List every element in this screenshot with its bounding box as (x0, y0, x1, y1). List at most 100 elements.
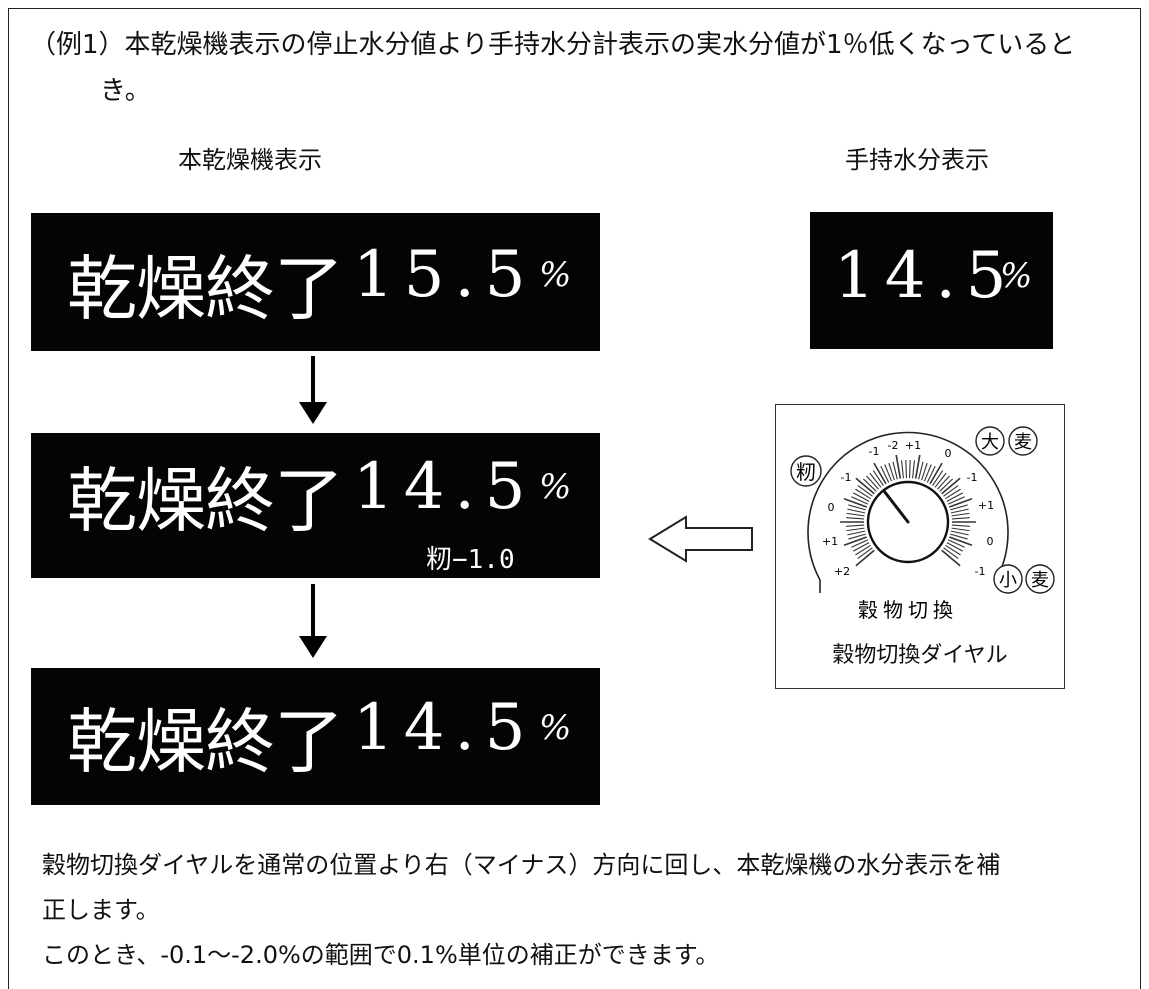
dial-tick (946, 492, 964, 502)
dial-tick (951, 512, 970, 517)
grain-selector-dial-figure: 籾 大 麦 小 麦 -1 0 +1 +2 -2 +1 -1 0 -1 +1 0 … (775, 404, 1065, 689)
dial-tick (873, 462, 887, 485)
dryer-display-adjusting: 乾燥終了 14.5 % 籾−1.0 (31, 433, 600, 578)
paddy-marker-circle (790, 455, 822, 487)
display-percent-unit: % (539, 255, 572, 295)
dial-tick (950, 533, 968, 540)
explanation-line-1: 穀物切換ダイヤルを通常の位置より右（マイナス）方向に回し、本乾燥機の水分表示を補 (42, 851, 1001, 879)
grain-selector-dial: 籾 大 麦 小 麦 -1 0 +1 +2 -2 +1 -1 0 -1 +1 0 … (790, 426, 1055, 622)
dial-tick (851, 539, 869, 548)
dryer-display-label: 本乾燥機表示 (178, 146, 322, 174)
explanation-line-2: 正します。 (42, 896, 160, 924)
wheat-marker-2: 麦 (1031, 570, 1049, 591)
dial-tick (855, 477, 875, 495)
dial-tick (923, 464, 932, 482)
dial-scale-label: -1 (841, 471, 852, 484)
dial-tick (921, 462, 928, 481)
dial-tick (918, 461, 924, 480)
barley-marker-2: 麦 (1014, 432, 1032, 453)
dial-tick (937, 475, 950, 490)
dial-tick (851, 496, 869, 505)
dial-scale-label: 0 (945, 447, 952, 460)
explanation-text: 穀物切換ダイヤルを通常の位置より右（マイナス）方向に回し、本乾燥機の水分表示を補… (42, 843, 1132, 978)
dial-scale-label: +1 (978, 499, 994, 512)
wheat-marker-circle-2 (1025, 564, 1055, 594)
display-status-label: 乾燥終了 (67, 248, 344, 330)
handheld-percent-unit: % (1000, 256, 1033, 296)
dial-tick (847, 508, 866, 514)
dial-scale-label: -1 (869, 445, 880, 458)
dial-tick (843, 497, 867, 508)
dial-scale-label: +2 (834, 565, 850, 578)
dial-tick (846, 517, 865, 520)
heading-line-1: （例1）本乾燥機表示の停止水分値より手持水分計表示の実水分値が1％低くなっている… (30, 30, 1076, 60)
dial-tick (941, 549, 961, 567)
dial-tick (950, 530, 969, 536)
dial-tick (847, 530, 866, 536)
dial-scale-ticks (840, 454, 976, 567)
dial-tick (846, 527, 865, 532)
wheat-marker-circle-1 (993, 564, 1023, 594)
dial-tick (946, 542, 964, 552)
dial-tick (888, 462, 895, 481)
display-status-label: 乾燥終了 (67, 460, 344, 542)
dial-tick (892, 461, 898, 480)
paddy-marker: 籾 (796, 460, 816, 484)
dial-tick (932, 470, 944, 486)
dial-tick (866, 475, 879, 490)
dial-tick (950, 508, 969, 514)
dial-tick (951, 517, 970, 520)
dial-tick (872, 470, 884, 486)
dryer-display-after: 乾燥終了 14.5 % (31, 668, 600, 805)
dial-tick (855, 549, 875, 567)
dial-tick (846, 524, 865, 527)
dial-tick (895, 454, 902, 479)
display-percent-unit: % (539, 467, 572, 507)
dial-tick (846, 512, 865, 517)
dryer-display-before: 乾燥終了 15.5 % (31, 213, 600, 351)
dial-tick (857, 485, 873, 497)
dial-tick (848, 533, 866, 540)
dial-tick (863, 478, 877, 492)
dial-scale-label: 0 (828, 501, 835, 514)
handheld-display-label: 手持水分表示 (845, 146, 989, 174)
dial-tick (945, 488, 961, 500)
dial-tick (848, 504, 866, 511)
dial-inner-label: 穀物切換 (858, 598, 958, 622)
dial-tick (855, 488, 871, 500)
handheld-moisture-value: 14.5 (834, 239, 1017, 313)
dial-scale-label: -1 (967, 471, 978, 484)
dial-tick (939, 478, 953, 492)
down-arrow-1 (299, 356, 327, 426)
dial-outer-arc (807, 431, 1009, 581)
dial-scale-label: 0 (987, 535, 994, 548)
dial-caption: 穀物切換ダイヤル (832, 643, 1008, 668)
explanation-line-3: このとき、-0.1〜-2.0%の範囲で0.1%単位の補正ができます。 (42, 941, 720, 969)
page-frame (8, 8, 1141, 989)
down-arrow-2 (299, 584, 327, 660)
display-percent-unit: % (539, 708, 572, 748)
dial-pointer (882, 489, 910, 524)
dial-tick (934, 472, 947, 488)
dial-tick (857, 547, 873, 559)
display-moisture-value: 14.5 (353, 691, 536, 765)
dial-tick (951, 527, 970, 532)
dial-tick (843, 536, 867, 547)
dial-tick (941, 477, 961, 495)
barley-marker-1: 大 (981, 432, 999, 453)
dial-tick (947, 539, 965, 548)
dial-scale-label: -2 (888, 439, 899, 452)
display-correction-value: 籾−1.0 (426, 545, 515, 575)
dial-tick (852, 492, 870, 502)
dial-tick (912, 460, 916, 479)
example-heading: （例1）本乾燥機表示の停止水分値より手持水分計表示の実水分値が1％低くなっている… (30, 22, 1130, 114)
heading-line-2: き。 (100, 76, 151, 106)
dial-tick (943, 547, 959, 559)
dial-tick (951, 524, 970, 527)
dial-tick (949, 497, 973, 508)
dial-tick (929, 462, 943, 485)
dial-tick (926, 466, 936, 483)
dial-scale-label: +1 (822, 535, 838, 548)
dial-scale-label: +1 (905, 439, 921, 452)
dial-tick (943, 485, 959, 497)
